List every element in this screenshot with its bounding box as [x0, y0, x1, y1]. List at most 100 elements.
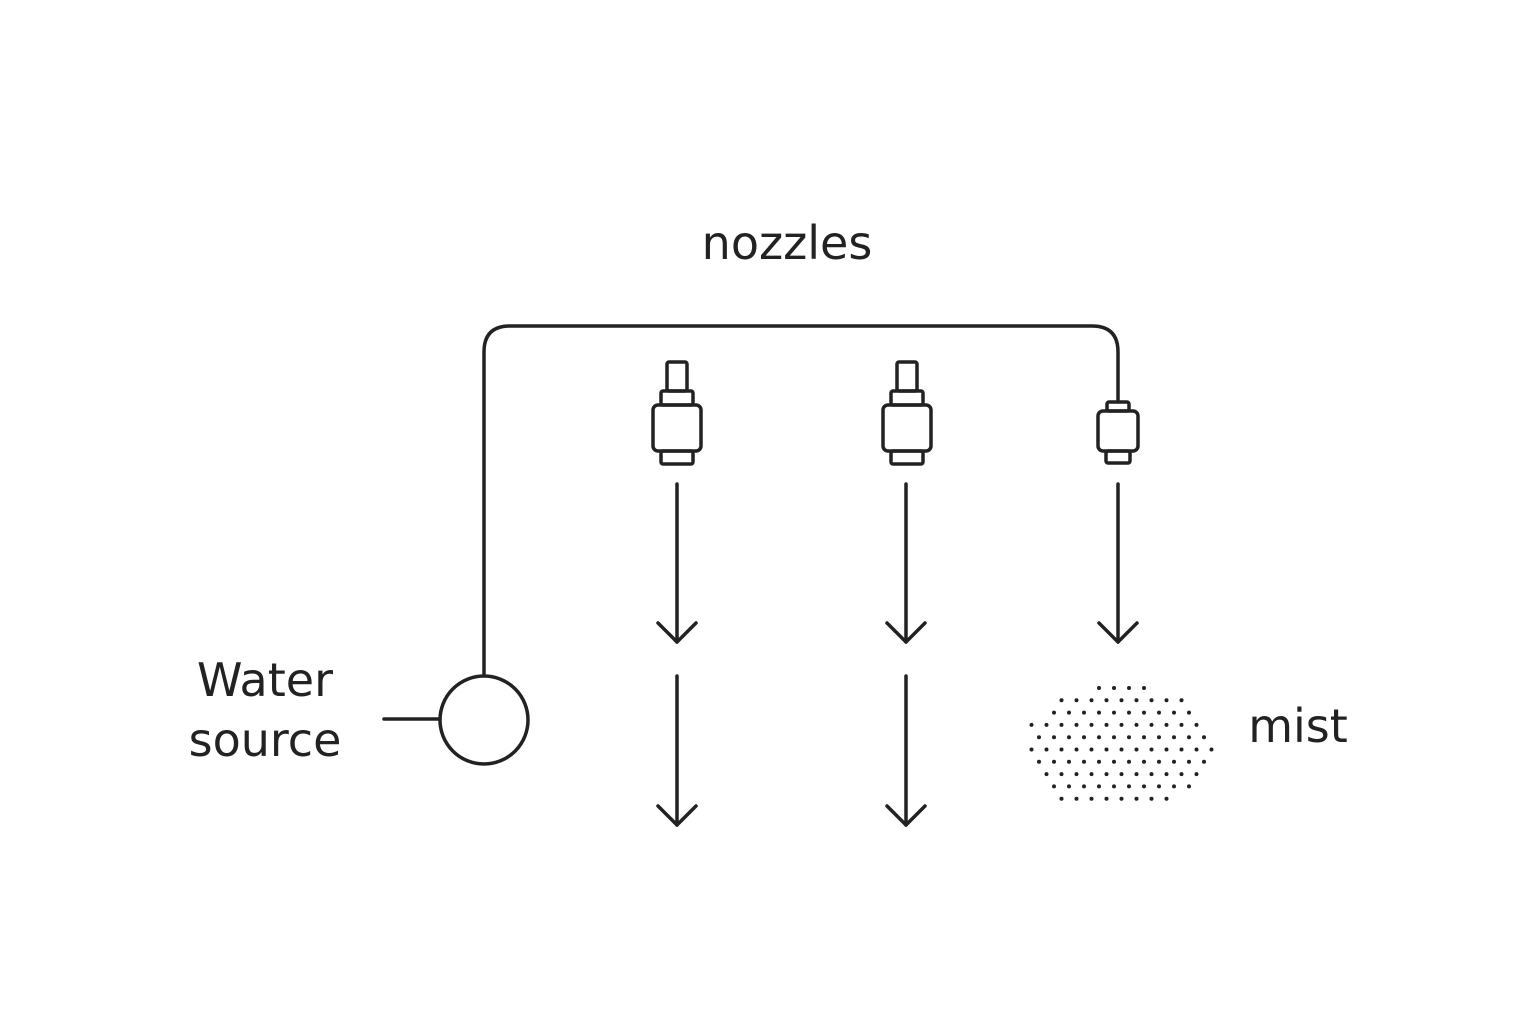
mist-dot: [1112, 784, 1116, 789]
water-source-circle: [438, 674, 530, 766]
mist-cloud: [1029, 686, 1214, 801]
mist-dot: [1134, 747, 1139, 752]
mist-dot: [1044, 722, 1049, 727]
mist-dot: [1142, 735, 1146, 740]
mist-dot: [1067, 710, 1071, 715]
mist-dot: [1082, 784, 1086, 789]
mist-dot: [1074, 698, 1079, 703]
mist-dot: [1089, 722, 1094, 727]
mist-dot: [1097, 686, 1101, 690]
mist-dot: [1089, 796, 1094, 801]
mist-dot: [1074, 796, 1079, 801]
water-source-label-line2: source: [189, 713, 342, 767]
mist-dot: [1059, 747, 1064, 752]
mist-dot: [1097, 784, 1101, 789]
mist-dot: [1164, 772, 1169, 777]
mist-dot: [1142, 759, 1146, 764]
mist-label: mist: [1248, 699, 1348, 753]
mist-dot: [1127, 686, 1131, 690]
mist-dot: [1044, 747, 1049, 752]
mist-dot: [1089, 747, 1094, 752]
nozzle-1-stream-arrow-upper: [656, 482, 698, 644]
nozzle-1-stream-arrow-lower: [656, 674, 698, 827]
mist-dot: [1097, 759, 1101, 764]
mist-dot: [1172, 710, 1176, 715]
mist-dot: [1134, 722, 1139, 727]
water-source-label-line1: Water: [197, 653, 333, 707]
mist-dot: [1119, 747, 1124, 752]
mist-dot: [1119, 698, 1124, 703]
mist-dot: [1209, 747, 1214, 752]
mist-dot: [1052, 735, 1056, 740]
nozzle-3-icon: [1096, 400, 1140, 465]
mist-dot: [1074, 747, 1079, 752]
mist-dot: [1127, 759, 1131, 764]
mist-dot: [1029, 722, 1034, 727]
mist-dot: [1164, 747, 1169, 752]
mist-dot: [1134, 772, 1139, 777]
mist-dot: [1089, 698, 1094, 703]
mist-dot: [1112, 710, 1116, 715]
nozzle-2-icon: [881, 360, 933, 466]
mist-dot: [1119, 722, 1124, 727]
nozzle-1-icon: [651, 360, 703, 466]
mist-dot: [1112, 686, 1116, 690]
mist-dot: [1179, 747, 1184, 752]
mist-dot: [1134, 796, 1139, 801]
mist-dot: [1202, 735, 1206, 740]
mist-dot: [1149, 796, 1154, 801]
mist-dot: [1187, 784, 1191, 789]
mist-dot: [1157, 735, 1161, 740]
mist-dot: [1202, 759, 1206, 764]
mist-dot: [1119, 772, 1124, 777]
nozzle-3-stream-arrow: [1097, 482, 1139, 644]
mist-dot: [1059, 722, 1064, 727]
mist-dot: [1187, 710, 1191, 715]
mist-dot: [1044, 772, 1049, 777]
mist-dot: [1119, 796, 1124, 801]
mist-dot: [1059, 796, 1064, 801]
mist-dot: [1037, 735, 1041, 740]
mist-dot: [1164, 698, 1169, 703]
mist-dot: [1104, 772, 1109, 777]
mist-dot: [1067, 784, 1071, 789]
mist-dot: [1172, 735, 1176, 740]
mist-dot: [1172, 784, 1176, 789]
mist-dot: [1187, 735, 1191, 740]
mist-dot: [1059, 772, 1064, 777]
mist-dot: [1187, 759, 1191, 764]
mist-dot: [1104, 722, 1109, 727]
nozzle-2-stream-arrow-lower: [885, 674, 927, 827]
mist-dot: [1142, 710, 1146, 715]
mist-dot: [1067, 759, 1071, 764]
supply-pipe: [482, 324, 1120, 677]
mist-dot: [1082, 735, 1086, 740]
mist-dot: [1149, 698, 1154, 703]
mist-dot: [1074, 772, 1079, 777]
mist-dot: [1104, 747, 1109, 752]
mist-dot: [1097, 735, 1101, 740]
mist-dot: [1104, 698, 1109, 703]
mist-dot: [1082, 759, 1086, 764]
mist-dot: [1194, 747, 1199, 752]
mist-dot: [1082, 710, 1086, 715]
mist-dot: [1052, 710, 1056, 715]
mist-dot: [1179, 772, 1184, 777]
mist-dot: [1089, 772, 1094, 777]
mist-dot: [1104, 796, 1109, 801]
mist-dot: [1037, 759, 1041, 764]
mist-dot: [1149, 747, 1154, 752]
mist-dot: [1164, 722, 1169, 727]
mist-dot: [1112, 735, 1116, 740]
mist-dot: [1157, 710, 1161, 715]
mist-dot: [1052, 784, 1056, 789]
mist-dot: [1029, 747, 1034, 752]
mist-dot: [1157, 759, 1161, 764]
mist-dot: [1134, 698, 1139, 703]
nozzle-2-stream-arrow-upper: [885, 482, 927, 644]
mist-dot: [1179, 698, 1184, 703]
mist-dot: [1052, 759, 1056, 764]
mist-dot: [1059, 698, 1064, 703]
mist-dot: [1142, 686, 1146, 690]
